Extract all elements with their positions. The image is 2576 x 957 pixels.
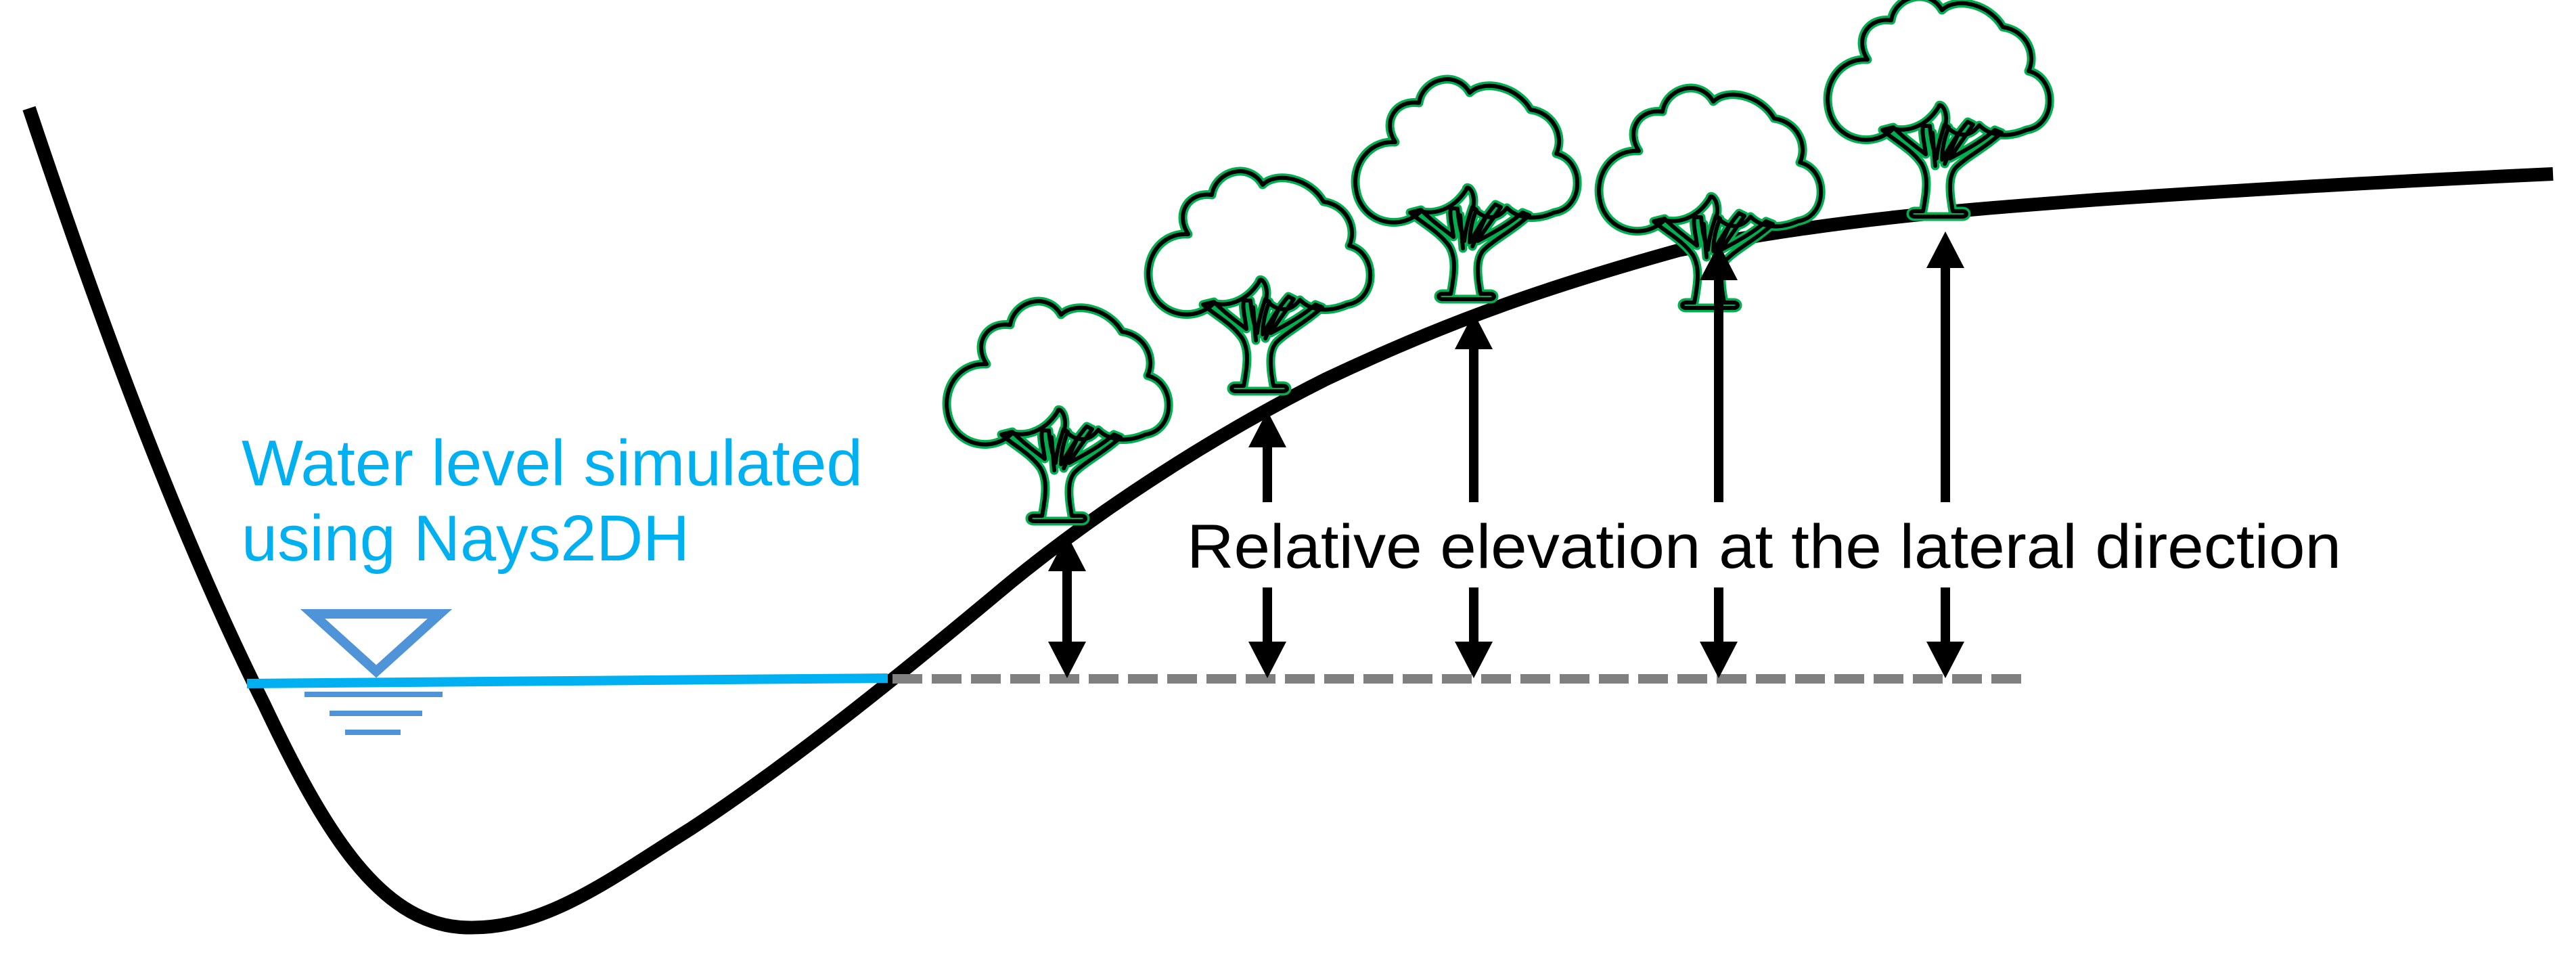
elevation-arrow-5 xyxy=(1926,231,1964,678)
tree-5 xyxy=(1823,0,2054,221)
tree-icon-part xyxy=(999,424,1123,523)
water-level-label-line-2: using Nays2DH xyxy=(242,502,690,575)
arrow-shaft xyxy=(1941,267,1950,502)
arrow-head-down xyxy=(1048,642,1086,678)
elevation-arrow-1 xyxy=(1048,535,1086,678)
tree-icon-part xyxy=(1201,294,1324,393)
tree-icon-part xyxy=(1930,131,1960,168)
arrow-head-up xyxy=(1455,313,1493,349)
water-level-label: Water level simulated using Nays2DH xyxy=(242,427,881,575)
relative-elevation-label: Relative elevation at the lateral direct… xyxy=(1187,512,2341,581)
tree-icon-part xyxy=(1458,213,1488,250)
tree-1 xyxy=(942,296,1173,526)
tree-icon-part xyxy=(1049,435,1079,472)
tree-icon-part xyxy=(1251,305,1281,342)
arrow-shaft xyxy=(1263,587,1272,643)
arrow-head-down xyxy=(1455,642,1493,678)
elevation-arrow-3 xyxy=(1455,313,1493,678)
water-surface-line xyxy=(246,673,888,688)
water-level-label-line-1: Water level simulated xyxy=(242,427,863,499)
elevation-arrow-2 xyxy=(1248,411,1286,678)
arrow-head-down xyxy=(1700,642,1738,678)
tree-icon-part xyxy=(1144,166,1375,319)
tree-icon-part xyxy=(1823,0,2054,145)
arrow-shaft xyxy=(1714,587,1723,643)
arrow-head-up xyxy=(1926,231,1964,268)
tree-icon-part xyxy=(1594,83,1826,236)
arrow-head-down xyxy=(1248,642,1286,678)
arrow-shaft xyxy=(1714,279,1723,502)
arrow-shaft xyxy=(1469,587,1478,643)
arrow-head-up xyxy=(1248,411,1286,447)
arrow-head-up xyxy=(1700,244,1738,280)
arrow-shaft xyxy=(1469,348,1478,502)
tree-icon-part xyxy=(1880,120,2004,219)
trees-group xyxy=(942,0,2054,526)
elevation-arrow-4 xyxy=(1700,244,1738,678)
tree-2 xyxy=(1144,166,1375,396)
tree-icon-part xyxy=(942,296,1173,449)
arrow-head-up xyxy=(1048,535,1086,571)
tree-3 xyxy=(1351,74,1582,304)
arrow-head-down xyxy=(1926,642,1964,678)
inverted-triangle-water-level-icon xyxy=(300,609,453,735)
ground-profile-line xyxy=(22,106,2554,935)
tree-icon-part xyxy=(1351,74,1582,227)
elevation-arrows-group xyxy=(1048,231,1964,678)
arrow-shaft xyxy=(1263,446,1272,502)
arrow-shaft xyxy=(1062,570,1072,643)
arrow-shaft xyxy=(1941,587,1950,643)
tree-icon-part xyxy=(1408,202,1531,301)
